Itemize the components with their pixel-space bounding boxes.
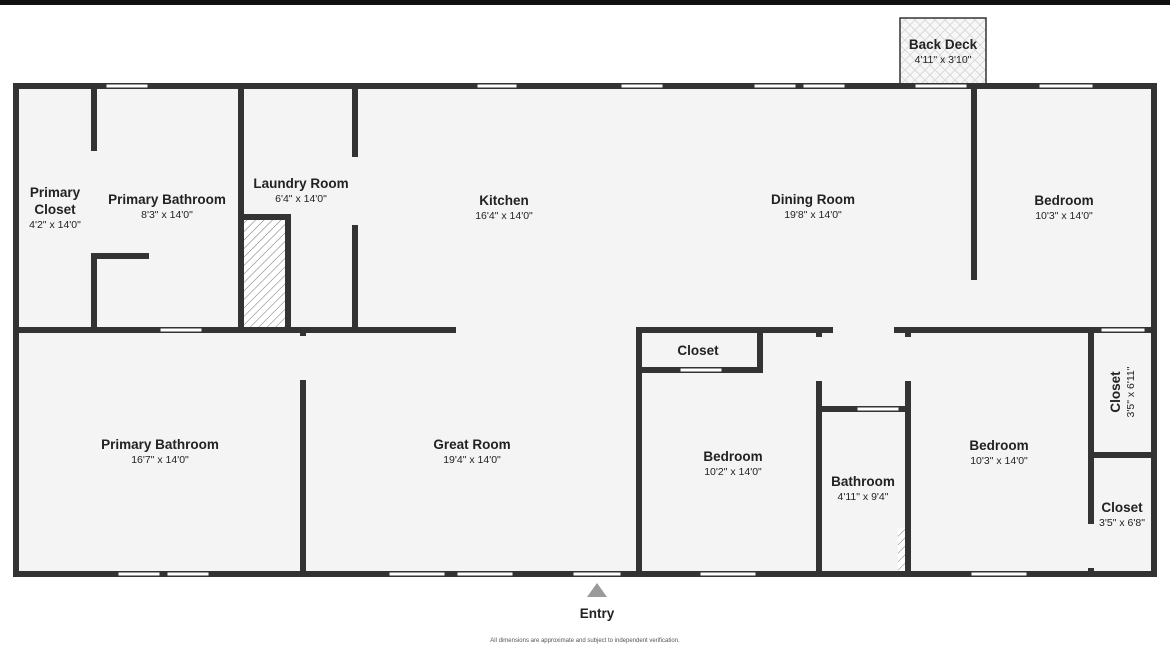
entry-label: Entry [580, 606, 615, 621]
primary-closet-name-line1: Primary [30, 185, 81, 200]
bedroom-ne-dims: 10'3" x 14'0" [1035, 210, 1093, 222]
laundry-room-dims: 6'4" x 14'0" [275, 193, 327, 205]
closet-upper-dims: 3'5" x 6'11" [1125, 366, 1137, 417]
back-deck-area [899, 17, 987, 86]
back-deck-name: Back Deck [909, 37, 978, 52]
entry-arrow-icon [587, 583, 607, 597]
closet-upper-name: Closet [1108, 371, 1123, 413]
dining-room-dims: 19'8" x 14'0" [784, 209, 842, 221]
bathroom-name: Bathroom [831, 474, 895, 489]
bathroom-dims: 4'11" x 9'4" [838, 491, 889, 503]
primary-bathroom-lower-name: Primary Bathroom [101, 437, 219, 452]
top-bar [0, 0, 1170, 5]
great-room-dims: 19'4" x 14'0" [443, 454, 501, 466]
disclaimer-text: All dimensions are approximate and subje… [490, 638, 680, 644]
windows [105, 83, 1146, 577]
back-deck-dims: 4'11" x 3'10" [915, 54, 972, 66]
laundry-room-name: Laundry Room [253, 176, 348, 191]
bedroom-center-name: Bedroom [703, 449, 762, 464]
hatched-strip [898, 528, 906, 572]
bedroom-se-dims: 10'3" x 14'0" [970, 455, 1028, 467]
primary-bathroom-lower-dims: 16'7" x 14'0" [131, 454, 189, 466]
primary-bathroom-upper-dims: 8'3" x 14'0" [141, 209, 193, 221]
bedroom-center-dims: 10'2" x 14'0" [704, 466, 762, 478]
door-gaps [300, 280, 1094, 568]
hatched-area [243, 217, 288, 328]
primary-closet-dims: 4'2" x 14'0" [29, 219, 81, 231]
primary-closet-name-line2: Closet [34, 202, 76, 217]
dining-room-name: Dining Room [771, 192, 855, 207]
primary-bathroom-upper-name: Primary Bathroom [108, 192, 226, 207]
closet-lower-name: Closet [1101, 500, 1143, 515]
bedroom-ne-name: Bedroom [1034, 193, 1093, 208]
kitchen-name: Kitchen [479, 193, 529, 208]
great-room-name: Great Room [433, 437, 510, 452]
kitchen-dims: 16'4" x 14'0" [475, 210, 533, 222]
closet-center-name: Closet [677, 343, 719, 358]
closet-lower-dims: 3'5" x 6'8" [1099, 517, 1145, 529]
bedroom-se-name: Bedroom [969, 438, 1028, 453]
